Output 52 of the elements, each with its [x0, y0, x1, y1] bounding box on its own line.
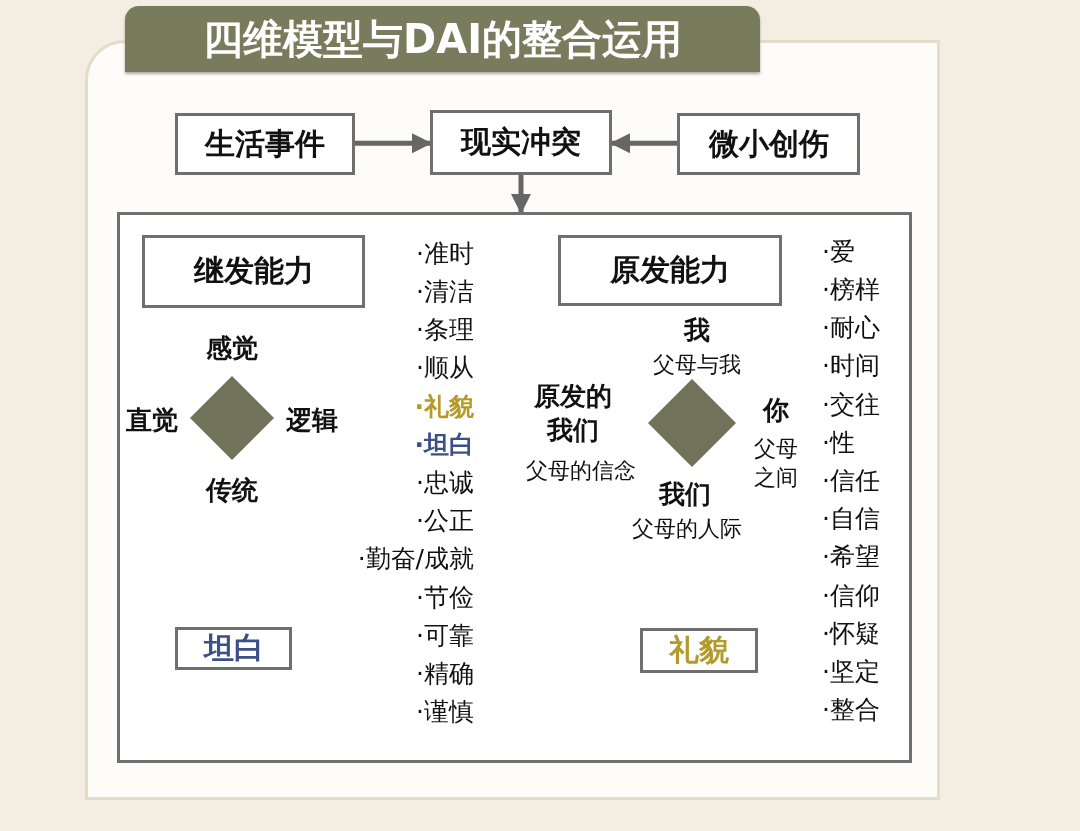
list-item: ·精确 [416, 657, 474, 690]
list-item: ·交往 [822, 388, 880, 421]
list-item: ·礼貌 [414, 390, 474, 423]
arrow [355, 133, 432, 154]
label-box: 继发能力 [142, 235, 365, 308]
list-item: ·可靠 [416, 619, 474, 652]
list-item: ·勤奋/成就 [357, 543, 474, 576]
diamond-shape [190, 376, 274, 460]
list-item: ·谨慎 [416, 696, 474, 729]
diamond-label: 你 [763, 394, 789, 428]
list-item: ·节俭 [416, 581, 474, 614]
list-item: ·怀疑 [822, 617, 880, 650]
diamond-caption: 父母之间 [754, 435, 798, 492]
list-item: ·信仰 [822, 579, 880, 612]
list-item: ·条理 [416, 314, 474, 347]
arrow [610, 133, 677, 154]
list-item: ·公正 [416, 505, 474, 538]
arrow [511, 175, 531, 214]
list-item: ·信任 [822, 464, 880, 497]
diamond-caption: 父母与我 [653, 350, 741, 379]
diamond-label: 传统 [206, 474, 258, 508]
list-item: ·希望 [822, 541, 880, 574]
label-box: 现实冲突 [430, 110, 612, 175]
diamond-label: 原发的我们 [534, 380, 612, 447]
diamond-shape [648, 379, 736, 467]
list-item: ·清洁 [416, 275, 474, 308]
label-box: 原发能力 [558, 235, 782, 306]
list-item: ·坦白 [414, 428, 474, 461]
diamond-label: 我 [684, 314, 710, 348]
diamond-label: 我们 [659, 478, 711, 512]
list-item: ·自信 [822, 503, 880, 536]
list-item: ·整合 [822, 694, 880, 727]
diamond-caption: 父母的信念 [526, 456, 636, 485]
list-item: ·性 [822, 426, 855, 459]
list-item: ·爱 [822, 235, 855, 268]
list-item: ·榜样 [822, 273, 880, 306]
list-item: ·坚定 [822, 655, 880, 688]
title-banner: 四维模型与DAI的整合运用 [125, 6, 760, 72]
diamond-label: 逻辑 [286, 404, 338, 438]
diamond-label: 感觉 [206, 332, 258, 366]
label-box: 微小创伤 [677, 113, 860, 175]
diamond-caption: 父母的人际 [632, 514, 742, 543]
panel-box [117, 212, 912, 763]
label-box: 礼貌 [640, 628, 758, 673]
list-item: ·忠诚 [416, 466, 474, 499]
list-item: ·耐心 [822, 312, 880, 345]
label-box: 生活事件 [175, 113, 355, 175]
list-item: ·时间 [822, 350, 880, 383]
list-item: ·顺从 [416, 352, 474, 385]
diamond-label: 直觉 [126, 404, 178, 438]
label-box: 坦白 [175, 627, 292, 670]
list-item: ·准时 [416, 237, 474, 270]
